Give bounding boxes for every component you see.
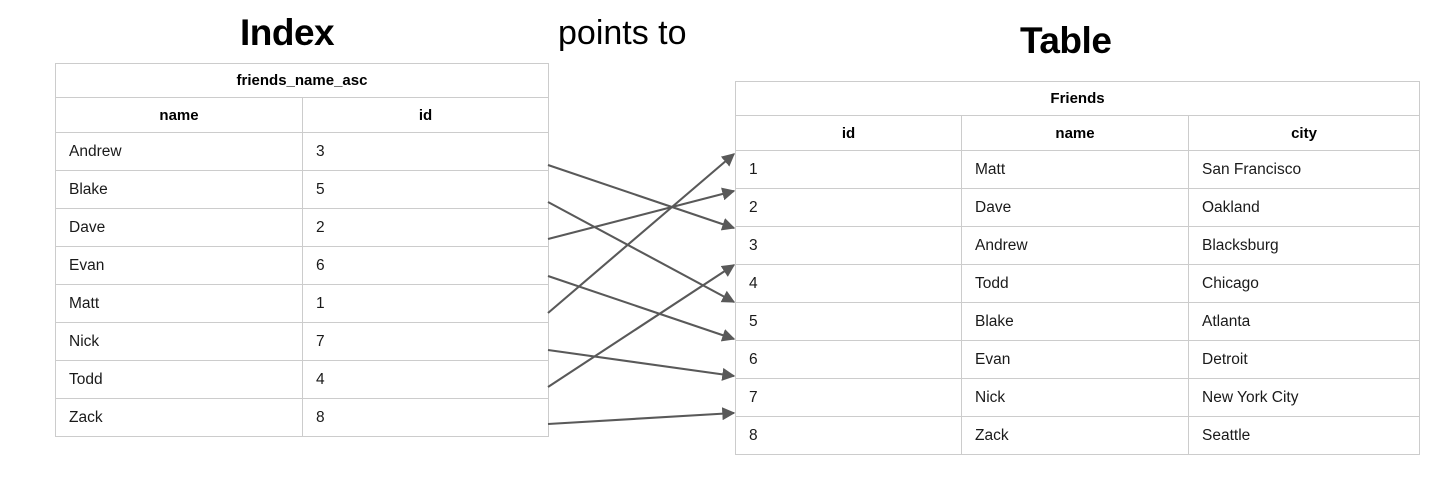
- friends-cell-id: 7: [735, 378, 962, 417]
- table-row: Todd 4: [55, 360, 549, 399]
- table-row: Dave 2: [55, 208, 549, 247]
- friends-cell-id: 1: [735, 150, 962, 189]
- index-cell-id: 4: [302, 360, 549, 399]
- index-column-header-name: name: [55, 97, 303, 133]
- index-cell-name: Zack: [55, 398, 303, 437]
- index-cell-id: 6: [302, 246, 549, 285]
- pointer-arrow-evan: [547, 275, 736, 342]
- table-row: 6 Evan Detroit: [735, 340, 1421, 379]
- index-cell-name: Andrew: [55, 132, 303, 171]
- friends-cell-city: Chicago: [1187, 264, 1421, 303]
- table-row: Zack 8: [55, 398, 549, 437]
- table-row: Nick 7: [55, 322, 549, 361]
- table-row: 4 Todd Chicago: [735, 264, 1421, 303]
- index-cell-id: 5: [302, 170, 549, 209]
- friends-cell-id: 4: [735, 264, 962, 303]
- pointer-arrow-blake: [547, 201, 736, 303]
- pointer-arrow-andrew: [547, 164, 736, 231]
- index-cell-id: 1: [302, 284, 549, 323]
- friends-table-caption-row: Friends: [734, 81, 1421, 116]
- table-row: Blake 5: [55, 170, 549, 209]
- friends-cell-name: Blake: [961, 302, 1189, 341]
- friends-cell-id: 8: [735, 416, 962, 455]
- index-cell-id: 7: [302, 322, 549, 361]
- index-cell-id: 2: [302, 208, 549, 247]
- index-table-caption: friends_name_asc: [55, 63, 549, 98]
- pointer-arrow-matt: [547, 153, 735, 314]
- friends-column-header-name: name: [961, 115, 1189, 151]
- pointer-arrow-todd: [547, 264, 736, 388]
- pointer-arrows: [547, 153, 736, 426]
- friends-cell-city: Oakland: [1187, 188, 1421, 227]
- friends-cell-name: Matt: [961, 150, 1189, 189]
- table-row: 5 Blake Atlanta: [735, 302, 1421, 341]
- friends-cell-name: Nick: [961, 378, 1189, 417]
- index-cell-name: Blake: [55, 170, 303, 209]
- table-row: 1 Matt San Francisco: [735, 150, 1421, 189]
- page-title-table: Table: [1020, 20, 1112, 61]
- index-table-header-row: name id: [55, 97, 549, 133]
- friends-cell-name: Evan: [961, 340, 1189, 379]
- friends-cell-city: San Francisco: [1187, 150, 1421, 189]
- table-row: 2 Dave Oakland: [735, 188, 1421, 227]
- friends-cell-name: Andrew: [961, 226, 1189, 265]
- table-row: 3 Andrew Blacksburg: [735, 226, 1421, 265]
- index-table-caption-row: friends_name_asc: [55, 63, 549, 98]
- friends-column-header-id: id: [735, 115, 962, 151]
- pointer-arrow-nick: [547, 348, 736, 381]
- index-cell-name: Evan: [55, 246, 303, 285]
- friends-cell-id: 3: [735, 226, 962, 265]
- friends-table-caption: Friends: [734, 81, 1421, 116]
- friends-cell-name: Dave: [961, 188, 1189, 227]
- friends-cell-id: 6: [735, 340, 962, 379]
- relation-label-points-to: points to: [558, 14, 687, 52]
- page-title-index: Index: [240, 12, 335, 53]
- table-row: Matt 1: [55, 284, 549, 323]
- pointer-arrow-zack: [547, 407, 736, 426]
- friends-cell-name: Zack: [961, 416, 1189, 455]
- friends-table: Friends id name city 1 Matt San Francisc…: [734, 81, 1421, 455]
- table-row: Evan 6: [55, 246, 549, 285]
- index-cell-name: Dave: [55, 208, 303, 247]
- friends-cell-city: Seattle: [1187, 416, 1421, 455]
- index-cell-name: Todd: [55, 360, 303, 399]
- index-cell-name: Nick: [55, 322, 303, 361]
- pointer-arrow-dave: [547, 187, 736, 241]
- table-row: 8 Zack Seattle: [735, 416, 1421, 455]
- friends-cell-city: Blacksburg: [1187, 226, 1421, 265]
- table-row: 7 Nick New York City: [735, 378, 1421, 417]
- friends-cell-name: Todd: [961, 264, 1189, 303]
- index-cell-id: 8: [302, 398, 549, 437]
- friends-cell-city: Atlanta: [1187, 302, 1421, 341]
- friends-cell-id: 2: [735, 188, 962, 227]
- index-table: friends_name_asc name id Andrew 3 Blake …: [55, 63, 549, 437]
- index-cell-name: Matt: [55, 284, 303, 323]
- friends-table-header-row: id name city: [735, 115, 1421, 151]
- friends-cell-id: 5: [735, 302, 962, 341]
- table-row: Andrew 3: [55, 132, 549, 171]
- friends-cell-city: New York City: [1187, 378, 1421, 417]
- friends-cell-city: Detroit: [1187, 340, 1421, 379]
- index-column-header-id: id: [302, 97, 549, 133]
- friends-column-header-city: city: [1187, 115, 1421, 151]
- index-cell-id: 3: [302, 132, 549, 171]
